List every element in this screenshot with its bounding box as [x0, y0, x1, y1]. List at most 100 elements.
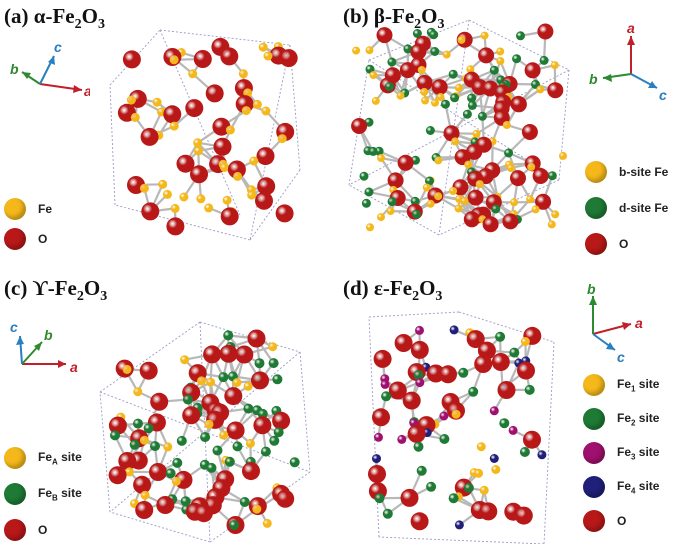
fe-atom-green	[200, 432, 210, 442]
oxygen-atom	[163, 105, 181, 123]
oxygen-atom	[374, 350, 392, 368]
oxygen-atom	[280, 49, 298, 67]
oxygen-atom	[141, 128, 159, 146]
oxygen-atom	[515, 507, 533, 525]
fe-atom-gold	[179, 193, 188, 202]
legend-item-fe1-site: Fe1 site	[583, 368, 659, 402]
oxygen-atom	[276, 490, 294, 508]
oxygen-atom	[276, 204, 294, 222]
legend-swatch-fe2-site	[583, 408, 605, 430]
fe-atom-green	[495, 332, 505, 342]
fe-atom-green	[218, 372, 228, 382]
fe-atom-gold	[434, 156, 442, 164]
oxygen-atom	[214, 138, 232, 156]
fe-atom-green	[243, 404, 253, 414]
oxygen-atom	[377, 27, 393, 43]
legend-gamma: FeA site FeB site O	[4, 440, 82, 548]
oxygen-atom	[502, 213, 518, 229]
fe-atom-gold	[193, 138, 202, 147]
fe-atom-gold	[171, 204, 180, 213]
oxygen-atom	[182, 406, 200, 424]
fe-atom-gold	[252, 505, 261, 514]
fe-atom-gold	[427, 200, 435, 208]
fe-atom-gold	[377, 213, 385, 221]
oxygen-atom	[401, 489, 419, 507]
fe-atom-green	[449, 493, 459, 503]
fe-atom-green	[223, 330, 233, 340]
legend-swatch-fe3-site	[583, 442, 605, 464]
fe-atom-gold	[219, 431, 228, 440]
fe-atom-gold	[261, 107, 270, 116]
oxygen-atom	[510, 170, 526, 186]
legend-item-o: O	[585, 226, 668, 262]
fe-atom-green	[375, 493, 385, 503]
fe-atom-gold	[451, 137, 459, 145]
fe-atom-gold	[369, 71, 377, 79]
oxygen-atom	[248, 330, 266, 348]
oxygen-atom	[398, 155, 414, 171]
fe-atom-gold	[141, 491, 150, 500]
legend-swatch-o	[583, 510, 605, 532]
legend-item-b-site-fe: b-site Fe	[585, 154, 668, 190]
oxygen-atom	[522, 124, 538, 140]
fe-atom-gold	[246, 439, 255, 448]
fe-atom-green	[463, 110, 472, 119]
fe-atom-green	[207, 463, 217, 473]
fe-atom-magenta	[415, 326, 424, 335]
fe-atom-navy	[490, 454, 499, 463]
fe-atom-gold	[372, 97, 380, 105]
fe-atom-green	[177, 436, 187, 446]
oxygen-atom	[533, 168, 549, 184]
fe-atom-gold	[140, 184, 149, 193]
fe-atom-gold	[474, 469, 483, 478]
unit-cell-edge	[110, 85, 115, 205]
fe-atom-gold	[496, 57, 504, 65]
fe-atom-gold	[233, 172, 242, 181]
oxygen-atom	[203, 345, 221, 363]
fe-atom-green	[381, 391, 391, 401]
fe-atom-navy	[455, 520, 464, 529]
fe-atom-gold	[521, 337, 530, 346]
fe-atom-gold	[263, 519, 272, 528]
fe-atom-green	[504, 149, 513, 158]
oxygen-atom	[478, 47, 494, 63]
oxygen-atom	[135, 501, 153, 519]
fe-atom-gold	[188, 69, 197, 78]
fe-atom-green	[369, 147, 378, 156]
oxygen-atom	[517, 362, 535, 380]
oxygen-atom	[411, 341, 429, 359]
fe-atom-navy	[450, 325, 459, 334]
legend-swatch-o	[4, 228, 26, 250]
legend-swatch-d-site-fe	[585, 197, 607, 219]
fe-atom-gold	[220, 163, 229, 172]
fe-atom-green	[439, 434, 449, 444]
fe-atom-gold	[551, 61, 559, 69]
fe-atom-gold	[242, 106, 251, 115]
fe-atom-gold	[536, 85, 544, 93]
fe-atom-gold	[158, 180, 167, 189]
fe-atom-gold	[559, 152, 567, 160]
fe-atom-green	[516, 31, 525, 40]
fe-atom-gold	[464, 161, 472, 169]
fe-atom-green	[385, 82, 394, 91]
legend-item-fe4-site: Fe4 site	[583, 470, 659, 504]
fe-atom-gold	[180, 355, 189, 364]
fe-atom-gold	[239, 69, 248, 78]
fe-atom-gold	[551, 210, 559, 218]
oxygen-atom	[537, 24, 553, 40]
fe-atom-gold	[421, 97, 429, 105]
legend-swatch-fe-a-site	[4, 447, 26, 469]
legend-swatch-b-site-fe	[585, 161, 607, 183]
oxygen-atom	[133, 476, 151, 494]
fe-atom-green	[269, 358, 279, 368]
fe-atom-green	[499, 418, 509, 428]
oxygen-atom	[206, 84, 224, 102]
fe-atom-green	[450, 93, 459, 102]
fe-atom-green	[417, 466, 427, 476]
oxygen-atom	[224, 387, 242, 405]
oxygen-atom	[140, 362, 158, 380]
oxygen-atom	[150, 393, 168, 411]
fe-atom-gold	[434, 192, 442, 200]
fe-atom-green	[229, 520, 239, 530]
fe-atom-gold	[205, 420, 214, 429]
